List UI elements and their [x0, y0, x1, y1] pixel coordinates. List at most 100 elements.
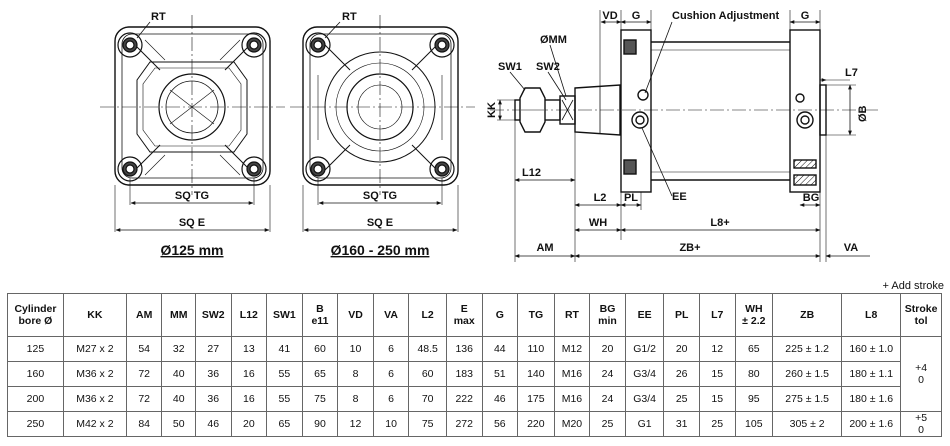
cell-sw2: 36: [194, 386, 232, 412]
cell-e: 136: [445, 336, 483, 362]
cell-e: 272: [445, 411, 483, 437]
col-am: AM: [125, 293, 163, 337]
sw2-label: SW2: [536, 61, 560, 73]
col-l2: L2: [408, 293, 447, 337]
col-e: E max: [445, 293, 483, 337]
side-view: [490, 10, 880, 262]
table-header-row: Cylinder bore Ø KK AM MM SW2 L12 SW1 B e…: [7, 293, 942, 337]
front-view-160-250: [290, 15, 475, 232]
cell-pl: 31: [663, 411, 700, 437]
cell-zb: 260 ± 1.5: [772, 361, 843, 387]
cell-b: 60: [301, 336, 339, 362]
cell-e: 222: [445, 386, 483, 412]
cell-wh: 65: [734, 336, 774, 362]
cell-bg: 24: [589, 386, 626, 412]
cell-tg: 140: [517, 361, 555, 387]
cell-vd: 10: [337, 336, 374, 362]
cell-kk: M36 x 2: [62, 386, 127, 412]
cell-zb: 305 ± 2: [772, 411, 843, 437]
cell-vd: 8: [337, 361, 374, 387]
bg-label: BG: [803, 192, 820, 204]
cell-am: 54: [125, 336, 163, 362]
cushion-adjustment-label: Cushion Adjustment: [672, 10, 779, 22]
l2-label: L2: [594, 192, 607, 204]
cell-va: 6: [372, 361, 410, 387]
mm-label: ØMM: [540, 34, 567, 46]
wh-label: WH: [589, 217, 607, 229]
col-kk: KK: [62, 293, 127, 337]
cell-mm: 32: [161, 336, 196, 362]
cell-tg: 110: [517, 336, 555, 362]
col-g: G: [481, 293, 519, 337]
cell-l8: 160 ± 1.0: [841, 336, 902, 362]
cell-wh: 95: [734, 386, 774, 412]
sq-e-label-160: SQ E: [367, 217, 393, 229]
col-bore: Cylinder bore Ø: [7, 293, 64, 337]
cell-sw1: 65: [266, 411, 303, 437]
cell-l12: 20: [230, 411, 268, 437]
l7-label: L7: [845, 67, 858, 79]
cell-g: 46: [481, 386, 519, 412]
add-stroke-note: + Add stroke: [882, 280, 944, 292]
cell-b: 65: [301, 361, 339, 387]
cell-l2: 48.5: [408, 336, 447, 362]
cell-pl: 26: [663, 361, 700, 387]
cell-sw1: 55: [266, 386, 303, 412]
cell-stroke-tol: +4 0: [900, 336, 942, 412]
cell-l2: 70: [408, 386, 447, 412]
front-view-125: [100, 15, 285, 232]
cell-tg: 175: [517, 386, 555, 412]
va-label: VA: [844, 242, 859, 254]
cell-bg: 24: [589, 361, 626, 387]
cell-b: 75: [301, 386, 339, 412]
col-tg: TG: [517, 293, 555, 337]
cell-l12: 16: [230, 361, 268, 387]
cell-vd: 12: [337, 411, 374, 437]
cell-l7: 12: [698, 336, 736, 362]
cell-bore: 125: [7, 336, 64, 362]
col-sw1: SW1: [266, 293, 303, 337]
sq-tg-label-160: SQ TG: [363, 190, 397, 202]
cell-b: 90: [301, 411, 339, 437]
cell-sw2: 46: [194, 411, 232, 437]
cell-l7: 15: [698, 361, 736, 387]
cell-bore: 250: [7, 411, 64, 437]
cell-va: 10: [372, 411, 410, 437]
pl-label: PL: [624, 192, 638, 204]
cell-l8: 180 ± 1.1: [841, 361, 902, 387]
cell-l7: 15: [698, 386, 736, 412]
col-stroke-tol: Stroke tol: [900, 293, 942, 337]
cell-kk: M42 x 2: [62, 411, 127, 437]
col-va: VA: [372, 293, 410, 337]
cell-sw2: 36: [194, 361, 232, 387]
cell-wh: 80: [734, 361, 774, 387]
cell-sw2: 27: [194, 336, 232, 362]
col-sw2: SW2: [194, 293, 232, 337]
cell-ee: G1: [624, 411, 665, 437]
col-wh: WH ± 2.2: [734, 293, 774, 337]
cell-l2: 60: [408, 361, 447, 387]
caption-125: Ø125 mm: [160, 242, 223, 258]
l12-label: L12: [522, 167, 541, 179]
cell-ee: G3/4: [624, 386, 665, 412]
cell-mm: 50: [161, 411, 196, 437]
caption-160-250: Ø160 - 250 mm: [331, 242, 430, 258]
am-label: AM: [536, 242, 553, 254]
cell-tg: 220: [517, 411, 555, 437]
cell-g: 51: [481, 361, 519, 387]
cell-ee: G1/2: [624, 336, 665, 362]
cell-zb: 225 ± 1.2: [772, 336, 843, 362]
cell-zb: 275 ± 1.5: [772, 386, 843, 412]
col-rt: RT: [553, 293, 591, 337]
ee-label: EE: [672, 191, 687, 203]
cell-e: 183: [445, 361, 483, 387]
cell-rt: M20: [553, 411, 591, 437]
cell-mm: 40: [161, 361, 196, 387]
cell-am: 84: [125, 411, 163, 437]
cell-rt: M16: [553, 361, 591, 387]
sw1-label: SW1: [498, 61, 522, 73]
